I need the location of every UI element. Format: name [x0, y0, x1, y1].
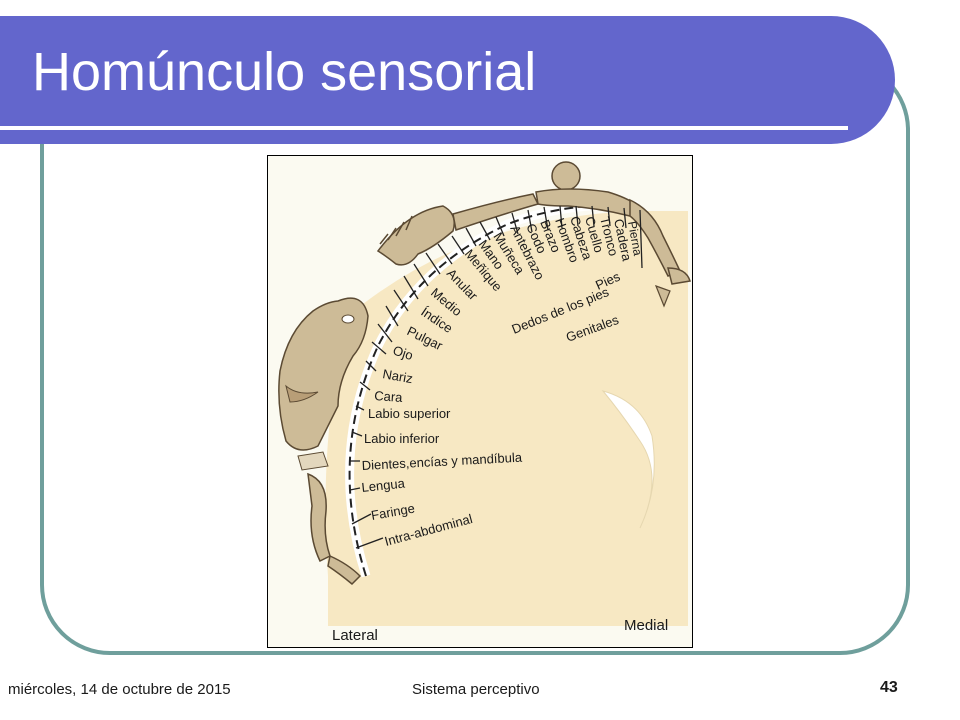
homunculus-diagram: Pierna Cadera Tronco Cuello Cabeza Hombr…	[278, 161, 691, 644]
homunculus-figure: Pierna Cadera Tronco Cuello Cabeza Hombr…	[267, 155, 693, 648]
label-ojo: Ojo	[391, 343, 415, 364]
brain-tissue	[325, 211, 688, 626]
ventricle-shape	[601, 390, 655, 529]
label-labio-inferior: Labio inferior	[364, 431, 440, 446]
title-underline	[0, 126, 848, 130]
footer-center-text: Sistema perceptivo	[412, 681, 540, 698]
cortex-arc-edge	[348, 204, 639, 577]
label-pierna: Pierna	[625, 220, 645, 257]
title-bar	[0, 16, 895, 144]
label-lateral: Lateral	[332, 627, 378, 644]
label-cara: Cara	[374, 388, 404, 405]
label-nariz: Nariz	[381, 366, 413, 386]
label-leader-lines	[349, 205, 643, 549]
homunculus-fingers	[379, 215, 413, 245]
homunculus-foot	[667, 267, 691, 285]
homunculus-teeth	[297, 451, 329, 471]
homunculus-tongue	[307, 472, 331, 563]
homunculus-arm	[452, 193, 540, 231]
slide-title: Homúnculo sensorial	[32, 42, 537, 102]
homunculus-abdominal	[327, 554, 362, 586]
label-labio-superior: Labio superior	[368, 406, 451, 421]
homunculus-genitals	[654, 284, 671, 308]
homunculus-face	[278, 297, 369, 451]
homunculus-lips	[285, 384, 319, 403]
homunculus-eye	[341, 314, 355, 324]
page-number: 43	[880, 679, 898, 696]
footer-date: miércoles, 14 de octubre de 2015	[8, 681, 231, 698]
label-lengua: Lengua	[361, 475, 406, 495]
homunculus-head	[551, 161, 581, 191]
label-medial: Medial	[624, 617, 668, 634]
homunculus-hand	[376, 205, 455, 266]
